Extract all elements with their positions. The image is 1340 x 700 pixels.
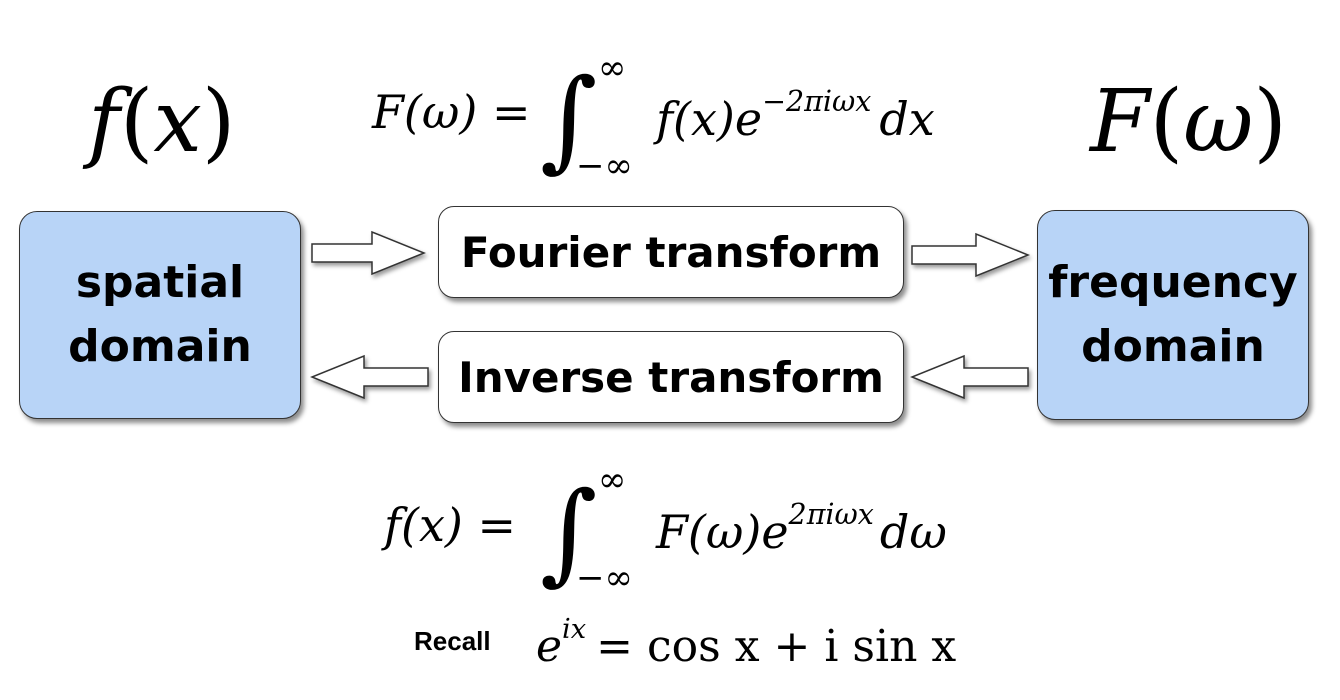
inverse-transform-box: Inverse transform xyxy=(438,331,904,423)
right-arrow-fourier-to-frequency xyxy=(911,232,1031,278)
inverse-integral-sign: ∫ xyxy=(540,468,598,596)
forward-integral-sign: ∫ xyxy=(540,55,598,183)
euler-formula: eix= cos x + i sin x xyxy=(536,614,957,673)
forward-lower-limit: −∞ xyxy=(576,146,633,186)
recall-label: Recall xyxy=(414,626,491,656)
frequency-domain-line1: frequency xyxy=(1048,257,1298,308)
forward-upper-limit: ∞ xyxy=(598,48,627,88)
inverse-lhs: f(x) = xyxy=(384,498,517,552)
frequency-function-label: F(ω) xyxy=(1090,72,1287,172)
spatial-domain-box: spatial domain xyxy=(19,211,301,419)
spatial-function-label: f(x) xyxy=(88,72,236,172)
left-arrow-frequency-to-inverse xyxy=(909,354,1029,400)
inverse-lower-limit: −∞ xyxy=(576,558,633,598)
fourier-transform-label: Fourier transform xyxy=(460,227,882,277)
spatial-domain-line2: domain xyxy=(68,321,252,372)
fourier-transform-box: Fourier transform xyxy=(438,206,904,298)
inverse-transform-label: Inverse transform xyxy=(458,352,884,402)
frequency-domain-line2: domain xyxy=(1081,321,1265,372)
right-arrow-spatial-to-fourier xyxy=(311,230,427,276)
frequency-domain-box: frequency domain xyxy=(1037,210,1309,420)
spatial-domain-line1: spatial xyxy=(75,257,245,308)
forward-lhs: F(ω) = xyxy=(372,85,531,139)
inverse-upper-limit: ∞ xyxy=(598,460,627,500)
left-arrow-inverse-to-spatial xyxy=(309,354,429,400)
